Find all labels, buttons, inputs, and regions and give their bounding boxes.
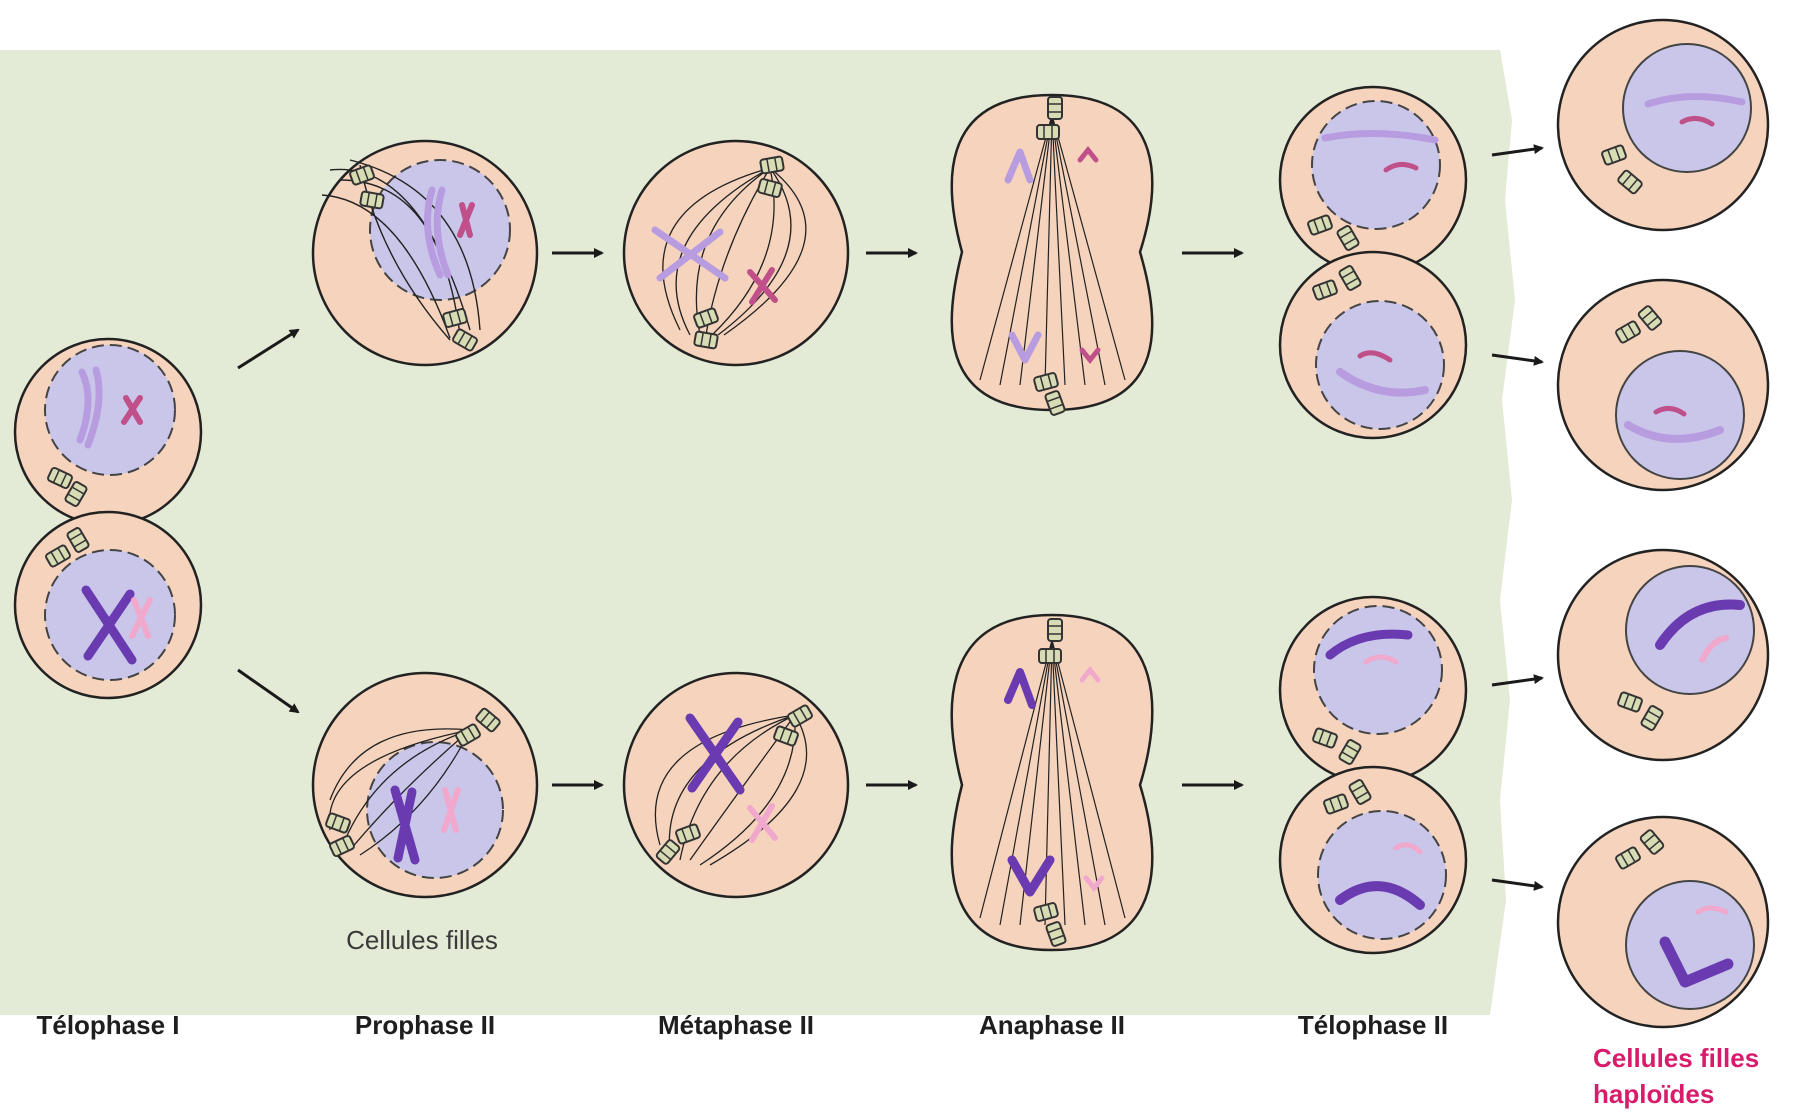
haploid-daughter-cells-label: Cellules filles haploïdes: [1593, 1040, 1759, 1112]
prophase-2-bottom-cell: [313, 673, 537, 897]
haploid-cell-2: [1558, 280, 1768, 490]
stage-label-telophase-2: Télophase II: [1298, 1010, 1448, 1041]
haploid-cell-3: [1558, 550, 1768, 760]
stage-label-anaphase-2: Anaphase II: [979, 1010, 1125, 1041]
stage-label-telophase-1: Télophase I: [36, 1010, 179, 1041]
haploid-label-line-1: Cellules filles: [1593, 1040, 1759, 1076]
daughter-cells-label: Cellules filles: [346, 925, 498, 956]
anaphase-2-top-cell: [952, 95, 1153, 416]
haploid-cell-4: [1558, 817, 1768, 1027]
haploid-label-line-2: haploïdes: [1593, 1076, 1759, 1112]
prophase-2-top-cell: [313, 141, 537, 365]
haploid-cell-1: [1558, 20, 1768, 230]
stage-label-metaphase-2: Métaphase II: [658, 1010, 814, 1041]
metaphase-2-bottom-cell: [624, 673, 848, 897]
stage-label-prophase-2: Prophase II: [355, 1010, 495, 1041]
anaphase-2-bottom-cell: [952, 615, 1153, 950]
metaphase-2-top-cell: [624, 141, 848, 365]
